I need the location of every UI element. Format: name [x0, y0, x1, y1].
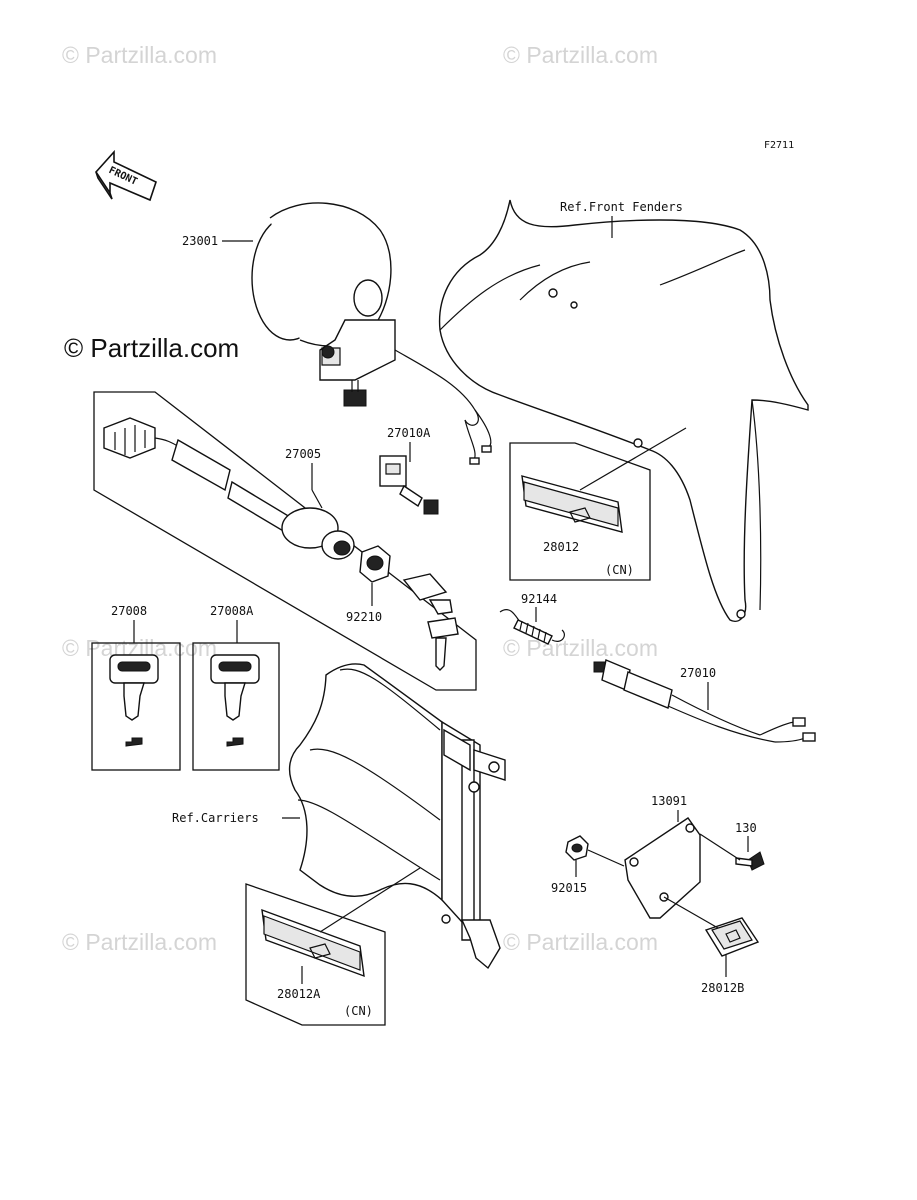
label-28012a-outline	[245, 883, 386, 1026]
nut-92015	[565, 835, 589, 861]
brake-switch-small	[379, 455, 439, 515]
headlight-assembly	[251, 202, 492, 465]
part-23001-label: 23001	[182, 234, 218, 248]
part-27008-label: 27008	[111, 604, 147, 618]
brake-switch-27010	[593, 659, 816, 743]
part-28012b-label: 28012B	[701, 981, 744, 995]
nut-92210	[359, 545, 391, 583]
ref-front-fenders-label: Ref.Front Fenders	[560, 200, 683, 214]
front-arrow-icon: FRONT	[94, 149, 157, 202]
label-28012-outline	[509, 442, 651, 581]
part-13091-label: 13091	[651, 794, 687, 808]
bolt-130	[735, 851, 765, 871]
watermark: © Partzilla.com	[62, 929, 217, 955]
brand-mark: © Partzilla.com	[64, 333, 239, 363]
part-28012-note: (CN)	[605, 563, 634, 577]
part-27008a-label: 27008A	[210, 604, 254, 618]
part-27005-label: 27005	[285, 447, 321, 461]
bracket-13091	[624, 817, 701, 919]
key-pair	[402, 573, 459, 671]
key-27008a-outline	[192, 642, 280, 771]
carrier-ref	[288, 663, 506, 970]
key-27008a	[210, 654, 260, 747]
part-92015-label: 92015	[551, 881, 587, 895]
figure-code: F2711	[764, 140, 794, 151]
ignition-group-outline	[93, 391, 477, 691]
ignition-switch	[103, 417, 355, 560]
part-130-label: 130	[735, 821, 757, 835]
label-plate-28012b	[704, 917, 760, 957]
front-fender-ref	[438, 199, 809, 622]
part-92210-label: 92210	[346, 610, 382, 624]
watermarks: © Partzilla.com © Partzilla.com © Partzi…	[62, 42, 658, 955]
part-92144-label: 92144	[521, 592, 557, 606]
part-28012a-label: 28012A	[277, 987, 321, 1001]
part-28012-label: 28012	[543, 540, 579, 554]
part-27010-label: 27010	[680, 666, 716, 680]
spring-92144	[499, 609, 565, 645]
ref-carriers-label: Ref.Carriers	[172, 811, 259, 825]
key-27008	[109, 654, 159, 747]
watermark: © Partzilla.com	[503, 929, 658, 955]
key-27008-outline	[91, 642, 181, 771]
watermark: © Partzilla.com	[503, 42, 658, 68]
part-28012a-note: (CN)	[344, 1004, 373, 1018]
part-27010a-label: 27010A	[387, 426, 431, 440]
label-plate-28012a	[261, 908, 365, 978]
watermark: © Partzilla.com	[503, 635, 658, 661]
watermark: © Partzilla.com	[62, 42, 217, 68]
label-plate-28012	[521, 475, 623, 533]
